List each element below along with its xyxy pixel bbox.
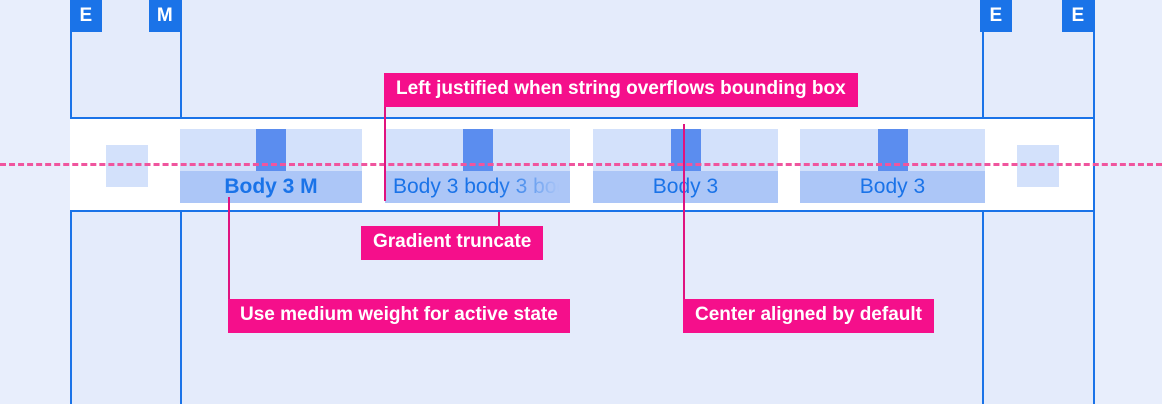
leader-left-justified bbox=[384, 73, 386, 201]
measurement-badge-m: M bbox=[149, 0, 181, 32]
measurement-badge-e-2: E bbox=[980, 0, 1012, 32]
tab-item-1[interactable]: Body 3 M bbox=[180, 129, 362, 203]
tab-label-wrap-4: Body 3 bbox=[800, 171, 985, 203]
tab-item-3[interactable]: Body 3 bbox=[593, 129, 778, 203]
callout-center-aligned: Center aligned by default bbox=[683, 299, 934, 333]
tab-label-4: Body 3 bbox=[859, 175, 926, 198]
tab-item-4[interactable]: Body 3 bbox=[800, 129, 985, 203]
callout-gradient-truncate: Gradient truncate bbox=[361, 226, 544, 260]
tab-item-2[interactable]: Body 3 body 3 body 3 bbox=[385, 129, 570, 203]
leader-medium-weight bbox=[228, 197, 230, 299]
leader-center-aligned bbox=[683, 124, 685, 299]
leader-gradient-truncate bbox=[498, 212, 500, 228]
measurement-badge-e-3: E bbox=[1062, 0, 1094, 32]
callout-medium-weight: Use medium weight for active state bbox=[228, 299, 570, 333]
tab-label-wrap-3: Body 3 bbox=[593, 171, 778, 203]
leading-partial-item bbox=[106, 145, 148, 187]
vertical-guide-4 bbox=[1093, 0, 1095, 404]
tab-label-1: Body 3 M bbox=[224, 175, 318, 198]
tab-label-wrap-1: Body 3 M bbox=[180, 171, 362, 203]
trailing-partial-item bbox=[1017, 145, 1059, 187]
vertical-center-guide bbox=[0, 163, 1162, 166]
tab-label-wrap-2: Body 3 body 3 body 3 bbox=[385, 171, 570, 203]
tab-label-2: Body 3 body 3 body 3 bbox=[393, 175, 570, 198]
tab-label-3: Body 3 bbox=[652, 175, 719, 198]
measurement-badge-e-1: E bbox=[70, 0, 102, 32]
callout-left-justified: Left justified when string overflows bou… bbox=[384, 73, 858, 107]
